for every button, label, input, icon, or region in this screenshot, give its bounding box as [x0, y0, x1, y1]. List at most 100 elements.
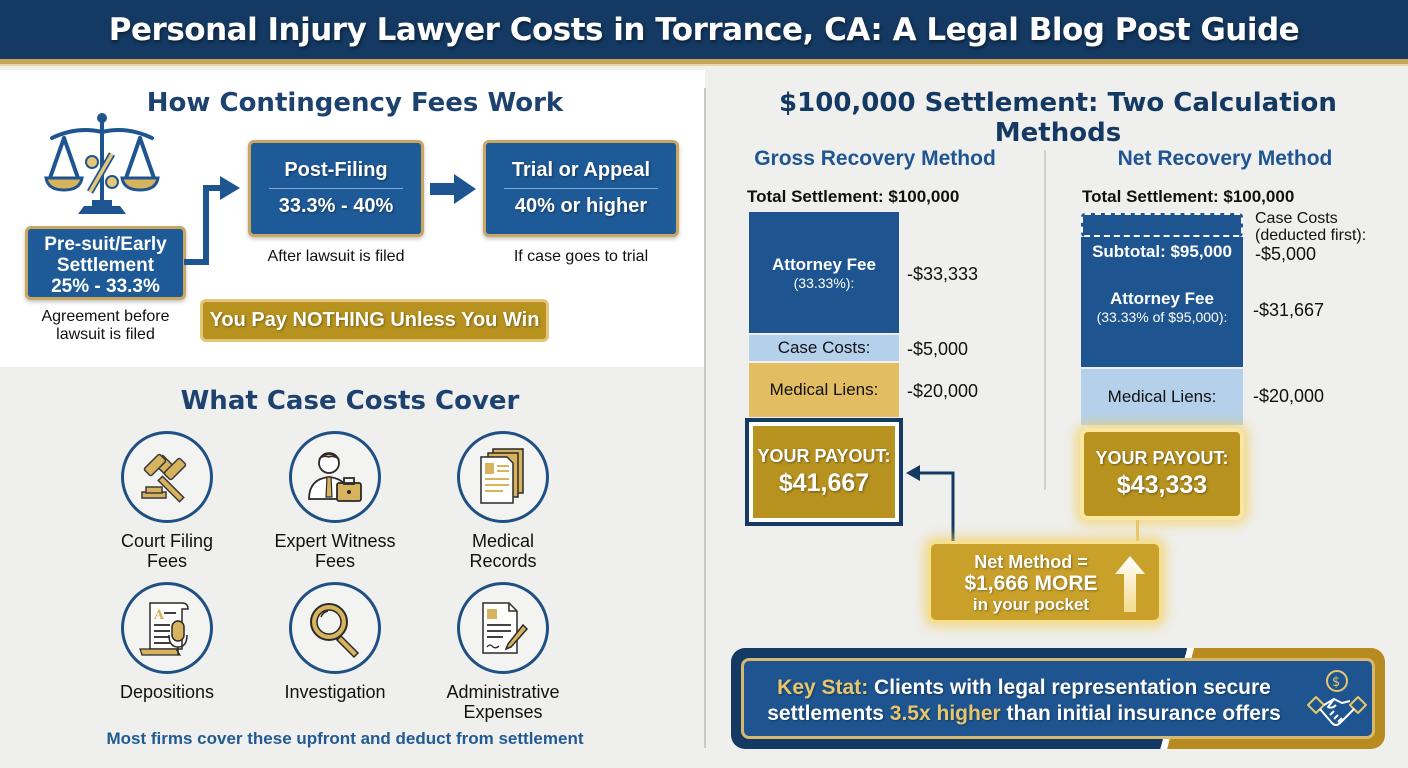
key-stat-text-b: settlements	[767, 702, 890, 725]
bar-label: Case Costs:	[777, 338, 871, 357]
payout-value: $41,667	[778, 469, 870, 497]
key-stat-label: Key Stat:	[777, 676, 869, 699]
net-case-costs-amount: -$5,000	[1255, 244, 1317, 264]
svg-text:A: A	[153, 608, 165, 623]
net-case-costs-label: Case Costs (deducted first): -$5,000	[1255, 210, 1366, 263]
cost-label: Expert Witness Fees	[260, 531, 410, 571]
label-line1: Medical	[471, 531, 535, 551]
payout-value: $43,333	[1116, 471, 1208, 499]
tier-divider	[504, 188, 658, 189]
caption-line1: Agreement before	[41, 308, 170, 325]
svg-text:$: $	[1332, 675, 1340, 690]
scales-percent-icon	[44, 113, 160, 214]
callout-text: Net Method = $1,666 MORE in your pocket	[951, 552, 1111, 615]
net-medical-liens-amount: -$20,000	[1253, 386, 1325, 406]
payout-label: YOUR PAYOUT:	[757, 446, 891, 466]
document-pen-icon	[457, 582, 549, 674]
label-line2: (deducted first):	[1255, 227, 1367, 244]
cost-item-medical-records: Medical Records	[428, 431, 578, 571]
net-difference-callout: Net Method = $1,666 MORE in your pocket	[928, 541, 1162, 623]
payout-label: YOUR PAYOUT:	[1095, 448, 1229, 468]
magnifier-icon	[289, 582, 381, 674]
bar-label: Medical Liens:	[769, 380, 879, 399]
gross-case-costs-bar: Case Costs:	[749, 335, 899, 361]
subtotal-label: Subtotal: $95,000	[1092, 242, 1232, 261]
tier-caption-trial: If case goes to trial	[513, 248, 649, 265]
expert-witness-icon	[289, 431, 381, 523]
bar-label: Medical Liens:	[1107, 387, 1217, 406]
tier-name-line2: Settlement	[56, 255, 155, 276]
cost-label: Investigation	[260, 682, 410, 702]
callout-line2: $1,666 MORE	[964, 572, 1098, 595]
case-costs-title: What Case Costs Cover	[180, 386, 520, 416]
label-line2: Records	[469, 551, 537, 571]
tier-trial-appeal: Trial or Appeal 40% or higher	[483, 140, 679, 237]
bar-label: Attorney Fee	[772, 254, 876, 274]
label-line1: Expert Witness	[274, 531, 396, 551]
arrow-right-icon	[430, 174, 476, 204]
no-win-no-fee-banner: You Pay NOTHING Unless You Win	[200, 299, 549, 342]
net-method-title: Net Recovery Method	[1117, 147, 1333, 170]
label-line1: Administrative	[446, 682, 560, 702]
key-stat-text: Key Stat: Clients with legal representat…	[754, 675, 1294, 727]
tier-range: 33.3% - 40%	[278, 195, 394, 217]
cost-label: Court Filing Fees	[92, 531, 242, 571]
caption-line2: lawsuit is filed	[56, 326, 155, 343]
label-line1: Investigation	[284, 682, 386, 702]
gross-method-title: Gross Recovery Method	[754, 147, 996, 170]
net-attorney-fee-bar: Attorney Fee (33.33% of $95,000):	[1081, 267, 1243, 367]
gross-medical-liens-amount: -$20,000	[907, 381, 979, 401]
tier-name: Trial or Appeal	[511, 159, 651, 181]
label-line2: Expenses	[463, 702, 543, 722]
bar-label: Attorney Fee	[1110, 289, 1214, 308]
cost-label: Administrative Expenses	[428, 682, 578, 722]
tier-pre-suit: Pre-suit/Early Settlement 25% - 33.3%	[25, 226, 186, 300]
net-case-costs-dashed	[1081, 213, 1243, 237]
gross-payout-frame: YOUR PAYOUT: $41,667	[745, 418, 903, 526]
key-stat-banner: Key Stat: Clients with legal representat…	[731, 648, 1385, 749]
page-header: Personal Injury Lawyer Costs in Torrance…	[0, 0, 1408, 64]
label-line1: Case Costs	[1255, 210, 1338, 227]
handshake-dollar-icon: $	[1307, 670, 1367, 726]
key-stat-highlight: 3.5x higher	[889, 702, 1001, 725]
tier-range: 40% or higher	[514, 195, 648, 217]
gross-case-costs-amount: -$5,000	[907, 339, 969, 359]
net-subtotal-bar: Subtotal: $95,000	[1081, 237, 1243, 267]
net-medical-liens-bar: Medical Liens:	[1081, 369, 1243, 425]
gross-payout: YOUR PAYOUT: $41,667	[753, 426, 895, 518]
method-divider	[1044, 150, 1046, 490]
label-line1: Depositions	[119, 682, 215, 702]
label-line2: Fees	[146, 551, 188, 571]
cost-item-administrative: Administrative Expenses	[428, 582, 578, 722]
key-stat-text-a: Clients with legal representation secure	[868, 676, 1271, 699]
medical-records-icon	[457, 431, 549, 523]
key-stat-panel: Key Stat: Clients with legal representat…	[741, 658, 1375, 739]
net-payout: YOUR PAYOUT: $43,333	[1080, 428, 1244, 520]
label-line1: Court Filing	[120, 531, 214, 551]
page-title: Personal Injury Lawyer Costs in Torrance…	[108, 11, 1300, 48]
key-stat-text-c: than initial insurance offers	[1000, 702, 1281, 725]
gross-attorney-fee-bar: Attorney Fee (33.33%):	[749, 212, 899, 333]
case-costs-footnote: Most firms cover these upfront and deduc…	[106, 729, 584, 748]
tier-range: 25% - 33.3%	[51, 276, 160, 297]
net-attorney-fee-amount: -$31,667	[1253, 300, 1325, 320]
tier-post-filing: Post-Filing 33.3% - 40%	[248, 140, 424, 237]
net-total: Total Settlement: $100,000	[1082, 187, 1295, 206]
tier-name: Post-Filing	[284, 159, 388, 181]
connector-arrow-icon	[906, 465, 955, 545]
cost-label: Depositions	[92, 682, 242, 702]
cost-item-depositions: A Depositions	[92, 582, 242, 702]
section-divider	[704, 88, 706, 748]
callout-line1: Net Method =	[974, 552, 1088, 572]
cost-item-investigation: Investigation	[260, 582, 410, 702]
gavel-icon	[121, 431, 213, 523]
arrow-elbow-icon	[184, 176, 240, 265]
gross-total: Total Settlement: $100,000	[747, 187, 960, 206]
tier-caption-pre-suit: Agreement before lawsuit is filed	[25, 308, 186, 344]
cost-item-expert-witness: Expert Witness Fees	[260, 431, 410, 571]
gross-attorney-fee-amount: -$33,333	[907, 264, 979, 284]
label-line2: Fees	[314, 551, 356, 571]
gross-medical-liens-bar: Medical Liens:	[749, 363, 899, 417]
settlement-title: $100,000 Settlement: Two Calculation Met…	[779, 88, 1337, 148]
deposition-icon: A	[121, 582, 213, 674]
